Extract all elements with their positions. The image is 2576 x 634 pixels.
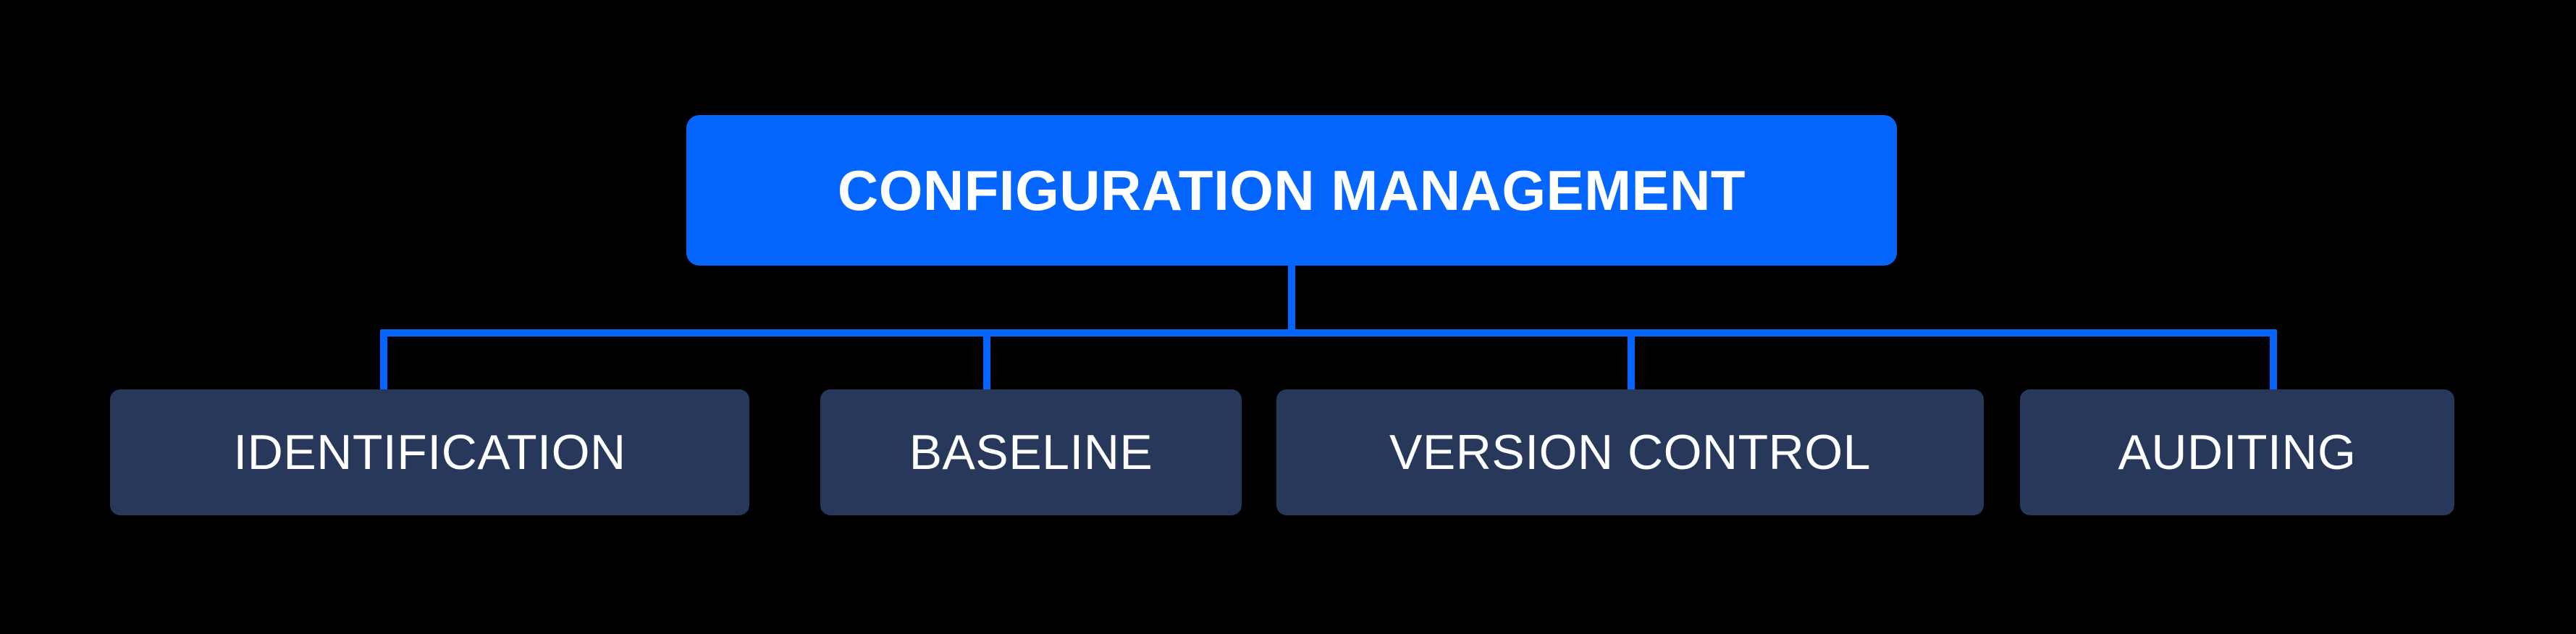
connector-drop-baseline (983, 333, 990, 392)
child-node-identification[interactable]: IDENTIFICATION (110, 389, 749, 515)
connector-drop-auditing (2270, 333, 2277, 392)
connector-drop-version-control (1628, 333, 1635, 392)
child-node-version-control[interactable]: VERSION CONTROL (1276, 389, 1984, 515)
child-node-label: VERSION CONTROL (1389, 425, 1871, 480)
child-node-baseline[interactable]: BASELINE (820, 389, 1242, 515)
root-node-configuration-management[interactable]: CONFIGURATION MANAGEMENT (686, 115, 1897, 266)
connector-horizontal-bus (380, 329, 2277, 337)
child-node-label: AUDITING (2118, 425, 2357, 480)
connector-root-stem (1288, 264, 1295, 333)
child-node-label: BASELINE (909, 425, 1153, 480)
connector-drop-identification (380, 333, 387, 392)
child-node-auditing[interactable]: AUDITING (2020, 389, 2454, 515)
child-node-label: IDENTIFICATION (233, 425, 626, 480)
root-node-label: CONFIGURATION MANAGEMENT (837, 158, 1746, 222)
